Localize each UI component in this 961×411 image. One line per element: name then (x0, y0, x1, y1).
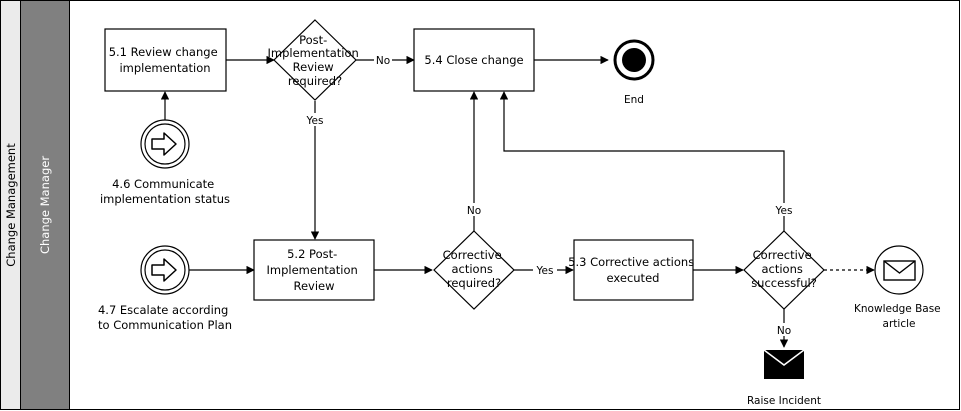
event-escalate-line-1: 4.7 Escalate according (98, 303, 228, 317)
gateway-corrective-successful-line-2: actions (761, 262, 802, 276)
flow-label-no-close: No (374, 53, 392, 67)
end-event[interactable] (613, 39, 655, 81)
gateway-post-review-line-1: Post- (299, 33, 327, 47)
svg-text:Corrective actions: Corrective actions required? (443, 248, 506, 290)
lane-label: Change Manager (38, 156, 52, 254)
svg-text:5.1 Review change implem: 5.1 Review change implementation (109, 45, 222, 75)
event-knowledge-base-line-2: article (883, 318, 916, 330)
envelope-icon (883, 260, 916, 281)
task-review-change[interactable]: 5.1 Review change implementation (104, 28, 227, 92)
svg-text:Yes: Yes (306, 115, 324, 127)
flow-label-yes-corrective: Yes (533, 263, 557, 277)
svg-text:5.4 Close change: 5.4 Close change (424, 53, 523, 67)
flow-label-yes-successful: Yes (771, 203, 797, 217)
task-post-review-line-3: Review (293, 279, 334, 293)
svg-text:No: No (777, 325, 791, 337)
gateway-corrective-required-line-1: Corrective (443, 248, 502, 262)
gateway-corrective-required-line-3: required? (447, 276, 501, 290)
task-corrective-actions-executed[interactable]: 5.3 Corrective actions executed (568, 239, 698, 301)
task-post-review-line-1: 5.2 Post- (287, 247, 337, 261)
lane-band (20, 0, 70, 410)
arrow-right-icon (151, 258, 177, 282)
end-event-label: End (624, 94, 644, 106)
gateway-corrective-successful-line-1: Corrective (753, 248, 812, 262)
arrow-right-icon (151, 132, 177, 156)
gateway-corrective-required-line-2: actions (451, 262, 492, 276)
flow-label-no-corrective: No (465, 203, 483, 217)
svg-text:Yes: Yes (775, 205, 793, 217)
task-review-change-line-1: 5.1 Review change (109, 45, 218, 59)
event-escalate-line-2: to Communication Plan (98, 318, 232, 332)
gateway-post-review-line-3: Review (293, 60, 334, 74)
gateway-corrective-required[interactable]: Corrective actions required? (433, 230, 515, 310)
event-knowledge-base-line-1: Knowledge Base (854, 303, 941, 315)
gateway-post-review-line-4: required? (288, 74, 342, 88)
gateway-post-review-line-2: Implementation (268, 46, 359, 60)
event-communicate-status-line-1: 4.6 Communicate (112, 177, 214, 191)
event-communicate-status-line-2: implementation status (100, 192, 230, 206)
event-escalate[interactable] (140, 245, 190, 295)
event-communicate-status[interactable] (140, 119, 190, 169)
event-raise-incident-label: Raise Incident (747, 395, 821, 407)
task-close-change-line-1: 5.4 Close change (424, 53, 523, 67)
task-post-review-line-2: Implementation (267, 263, 358, 277)
svg-text:Corrective actions: Corrective actions successful? (751, 248, 817, 290)
svg-text:5.2 Post- Implementation: 5.2 Post- Implementation Review (267, 247, 362, 293)
event-raise-incident[interactable] (763, 349, 805, 379)
event-knowledge-base[interactable] (874, 245, 924, 295)
event-knowledge-base-label: Knowledge Base article (854, 303, 944, 330)
task-corrective-executed-line-1: 5.3 Corrective actions (568, 255, 694, 269)
svg-text:5.3 Corrective actions e: 5.3 Corrective actions executed (568, 255, 698, 285)
task-review-change-line-2: implementation (119, 61, 210, 75)
gateway-corrective-successful-line-3: successful? (751, 276, 817, 290)
event-escalate-label: 4.7 Escalate according to Communication … (98, 303, 232, 332)
svg-text:No: No (467, 205, 481, 217)
event-communicate-status-label: 4.6 Communicate implementation status (100, 177, 230, 206)
task-close-change[interactable]: 5.4 Close change (413, 28, 535, 92)
gateway-corrective-successful[interactable]: Corrective actions successful? (743, 230, 825, 310)
flow-label-no-successful: No (775, 323, 793, 337)
svg-text:Post- Implementation: Post- Implementation Review required? (268, 33, 363, 88)
gateway-post-review-required[interactable]: Post- Implementation Review required? (268, 19, 363, 101)
svg-text:No: No (376, 55, 390, 67)
flow-label-yes-review: Yes (302, 113, 328, 127)
flow-successful-yes-to-close[interactable] (499, 91, 785, 231)
pool-label: Change Management (4, 143, 18, 267)
task-post-implementation-review[interactable]: 5.2 Post- Implementation Review (253, 239, 375, 301)
task-corrective-executed-line-2: executed (607, 271, 660, 285)
envelope-filled-icon (763, 349, 805, 379)
svg-text:Yes: Yes (536, 265, 554, 277)
